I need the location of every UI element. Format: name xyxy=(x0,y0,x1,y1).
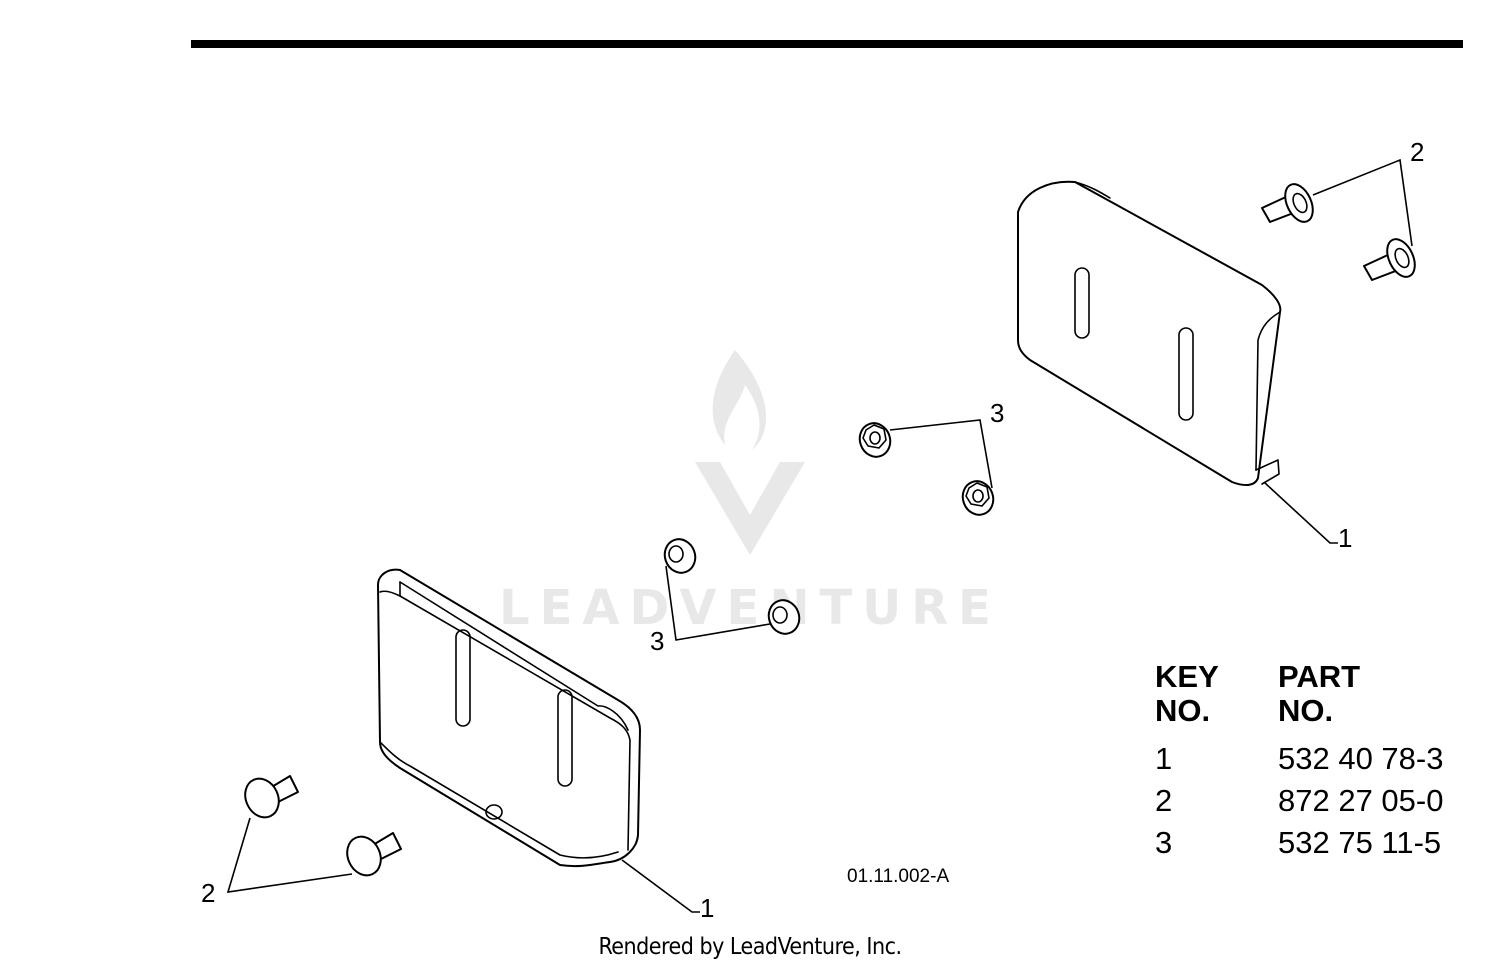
part-header-line2: NO. xyxy=(1278,693,1334,728)
part-cell: 532 40 78-3 xyxy=(1278,741,1444,776)
callout-left-nuts: 3 xyxy=(650,626,664,656)
callout-right-plate: 1 xyxy=(1338,523,1352,553)
diagram-code: 01.11.002-A xyxy=(847,866,949,887)
table-row: 1 532 40 78-3 xyxy=(1155,738,1475,780)
leader-left-nuts xyxy=(665,565,771,641)
left-nut-upper xyxy=(663,538,697,574)
left-bolt-lower xyxy=(346,832,402,877)
leader-right-nuts xyxy=(889,419,993,489)
part-cell: 532 75 11-5 xyxy=(1278,825,1442,860)
key-cell: 1 xyxy=(1155,741,1173,776)
leader-left-plate xyxy=(621,859,700,913)
table-row: 2 872 27 05-0 xyxy=(1155,780,1475,822)
watermark-v-icon xyxy=(695,462,805,555)
callout-right-nuts: 3 xyxy=(990,398,1004,428)
right-bolt-lower xyxy=(1363,238,1416,281)
part-cell: 872 27 05-0 xyxy=(1278,783,1444,818)
left-skid-plate xyxy=(377,568,641,868)
left-nut-lower xyxy=(767,599,801,635)
watermark-flame-icon xyxy=(712,350,767,450)
callout-left-bolts: 2 xyxy=(201,878,215,908)
table-row: 3 532 75 11-5 xyxy=(1155,822,1475,864)
watermark: LEADVENTURE xyxy=(499,350,1001,636)
left-bolt-upper xyxy=(244,775,299,819)
right-skid-plate xyxy=(1017,180,1282,487)
parts-table: KEY NO. PART NO. 1 532 40 78-3 2 872 27 … xyxy=(1155,660,1475,864)
part-header-line1: PART xyxy=(1278,659,1361,694)
right-nut-lower xyxy=(961,480,995,516)
key-header-line2: NO. xyxy=(1155,693,1211,728)
part-no-header: PART NO. xyxy=(1278,660,1360,728)
key-header-line1: KEY xyxy=(1155,659,1219,694)
leader-right-plate xyxy=(1264,482,1338,544)
watermark-text: LEADVENTURE xyxy=(499,580,1001,636)
leader-left-bolts xyxy=(226,817,353,893)
key-cell: 2 xyxy=(1155,783,1173,818)
top-rule xyxy=(191,40,1463,48)
right-bolt-upper xyxy=(1261,183,1314,223)
right-nut-upper xyxy=(858,422,892,458)
callout-right-bolts: 2 xyxy=(1410,137,1424,167)
key-no-header: KEY NO. xyxy=(1155,660,1278,728)
callout-left-plate: 1 xyxy=(700,893,714,923)
leader-right-bolts xyxy=(1312,158,1413,247)
table-header: KEY NO. PART NO. xyxy=(1155,660,1475,728)
rendered-by-footer: Rendered by LeadVenture, Inc. xyxy=(598,934,902,960)
key-cell: 3 xyxy=(1155,825,1173,860)
